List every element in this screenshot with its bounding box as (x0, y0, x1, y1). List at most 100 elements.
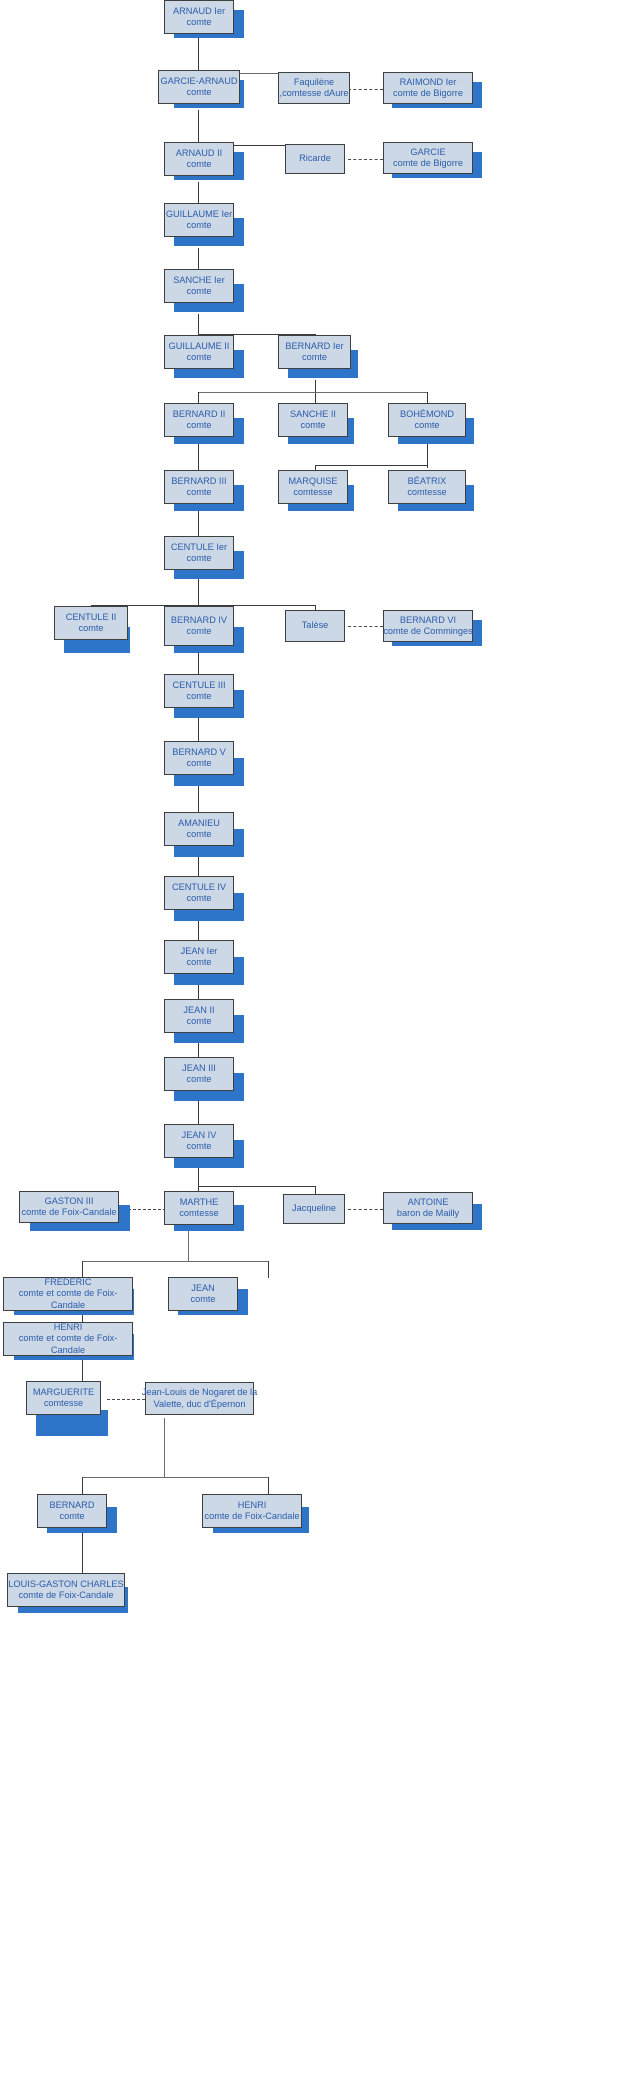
node-bernard6[interactable]: BERNARD VI comte de Comminges (383, 610, 473, 642)
connector-line (198, 648, 199, 693)
node-name: SANCHE II (290, 408, 336, 419)
node-name: RAIMOND Ier (399, 76, 457, 87)
node-title: comte et comte de Foix-Candale (18, 1333, 118, 1355)
connector-line (188, 1206, 189, 1262)
node-bernard3[interactable]: BERNARD III comte (164, 470, 234, 504)
node-title: comte (186, 487, 212, 497)
node-name: AMANIEU (178, 817, 220, 828)
node-title: comte de Comminges (383, 626, 473, 636)
node-name: JEAN II (183, 1004, 215, 1015)
node-title: comte (186, 286, 212, 296)
node-title: comte (190, 1294, 216, 1304)
node-guillaume1[interactable]: GUILLAUME Ier comte (164, 203, 234, 237)
node-title: comte (300, 420, 326, 430)
node-title: Valette, duc d'Épernon (153, 1398, 246, 1409)
node-name: BERNARD IV (170, 614, 228, 625)
node-jean3[interactable]: JEAN III comte (164, 1057, 234, 1091)
connector-line (198, 334, 315, 335)
connector-line (82, 1477, 268, 1478)
node-centule4[interactable]: CENTULE IV comte (164, 876, 234, 910)
node-talese[interactable]: Talèse (285, 610, 345, 642)
node-jean1[interactable]: JEAN Ier comte (164, 940, 234, 974)
node-title: comte (186, 352, 212, 362)
connector-line (82, 1261, 269, 1262)
node-garcie-arnaud[interactable]: GARCIE-ARNAUD comte (158, 70, 240, 104)
connector-line (82, 1513, 83, 1573)
node-title: comte de Foix-Candale (18, 1590, 114, 1600)
node-name: Ricarde (299, 153, 331, 164)
connector-line (198, 145, 315, 146)
node-centule2[interactable]: CENTULE II comte (54, 606, 128, 640)
node-raimond1[interactable]: RAIMOND Ier comte de Bigorre (383, 72, 473, 104)
node-arnaud2[interactable]: ARNAUD II comte (164, 142, 234, 176)
node-faquilene[interactable]: Faquilène ,comtesse dAure (278, 72, 350, 104)
connector-line (91, 605, 315, 606)
marriage-link (107, 1399, 145, 1400)
connector-line (82, 1353, 83, 1398)
node-jean4[interactable]: JEAN IV comte (164, 1124, 234, 1158)
connector-line (198, 73, 315, 74)
node-sanche2[interactable]: SANCHE II comte (278, 403, 348, 437)
node-title: comte (186, 553, 212, 563)
node-name: JEAN (191, 1282, 215, 1293)
connector-line (315, 465, 427, 466)
node-jean[interactable]: JEAN comte (168, 1277, 238, 1311)
node-title: comte (186, 17, 212, 27)
connector-line (198, 1093, 199, 1133)
node-gaston3[interactable]: GASTON III comte de Foix-Candale (19, 1191, 119, 1223)
node-name: ARNAUD Ier (172, 5, 226, 16)
node-name: GASTON III (44, 1195, 94, 1206)
node-amanieu[interactable]: AMANIEU comte (164, 812, 234, 846)
connector-line (82, 1261, 83, 1278)
node-bernard[interactable]: BERNARD comte (37, 1494, 107, 1528)
connector-line (268, 1477, 269, 1495)
node-title: comte (186, 626, 212, 636)
node-jean2[interactable]: JEAN II comte (164, 999, 234, 1033)
node-title: comte (186, 1141, 212, 1151)
node-garcie-bigorre[interactable]: GARCIE comte de Bigorre (383, 142, 473, 174)
node-bohemond[interactable]: BOHÉMOND comte (388, 403, 466, 437)
node-name: FRÉDÉRIC (44, 1277, 92, 1288)
node-name: MARGUERITE (32, 1386, 95, 1397)
node-centule1[interactable]: CENTULE Ier comte (164, 536, 234, 570)
node-marguerite[interactable]: MARGUERITE comtesse (26, 1381, 101, 1415)
node-name: BERNARD III (171, 475, 227, 486)
connector-line (427, 440, 428, 468)
node-bernard2[interactable]: BERNARD II comte (164, 403, 234, 437)
marriage-link (348, 89, 383, 90)
node-name: Jacqueline (292, 1203, 336, 1214)
node-name: HENRI (237, 1499, 267, 1510)
node-beatrix[interactable]: BÉATRIX comtesse (388, 470, 466, 504)
node-sanche1[interactable]: SANCHE Ier comte (164, 269, 234, 303)
node-title: comte (186, 957, 212, 967)
node-marthe[interactable]: MARTHE comtesse (164, 1191, 234, 1225)
node-jean-louis-nogaret[interactable]: Jean-Louis de Nogaret de la Valette, duc… (142, 1382, 257, 1415)
node-antoine[interactable]: ANTOINE baron de Mailly (383, 1192, 473, 1224)
node-name: BOHÉMOND (399, 408, 455, 419)
connector-line (198, 1035, 199, 1074)
marriage-link (118, 1209, 166, 1210)
connector-line (198, 779, 199, 824)
node-frederic[interactable]: FRÉDÉRIC comte et comte de Foix-Candale (3, 1277, 133, 1311)
node-marquise[interactable]: MARQUISE comtesse (278, 470, 348, 504)
node-ricarde[interactable]: Ricarde (285, 144, 345, 174)
node-arnaud1[interactable]: ARNAUD Ier comte (164, 0, 234, 34)
node-title: comte (186, 420, 212, 430)
node-henri1[interactable]: HENRI comte et comte de Foix-Candale (3, 1322, 133, 1356)
node-bernard4[interactable]: BERNARD IV comte (164, 606, 234, 646)
node-louis-gaston-charles[interactable]: LOUIS-GASTON CHARLES comte de Foix-Canda… (7, 1573, 125, 1607)
node-bernard1[interactable]: BERNARD Ier comte (278, 335, 351, 369)
node-name: CENTULE Ier (170, 541, 228, 552)
marriage-link (348, 159, 383, 160)
node-name: GUILLAUME Ier (165, 208, 233, 219)
connector-line (198, 1160, 199, 1205)
node-title: comte (186, 893, 212, 903)
node-centule3[interactable]: CENTULE III comte (164, 674, 234, 708)
node-bernard5[interactable]: BERNARD V comte (164, 741, 234, 775)
node-jacqueline[interactable]: Jacqueline (283, 1194, 345, 1224)
node-title: comte (301, 352, 328, 362)
connector-line (198, 392, 427, 393)
node-name: BÉATRIX (407, 475, 447, 486)
node-henri2[interactable]: HENRI comte de Foix-Candale (202, 1494, 302, 1528)
node-guillaume2[interactable]: GUILLAUME II comte (164, 335, 234, 369)
